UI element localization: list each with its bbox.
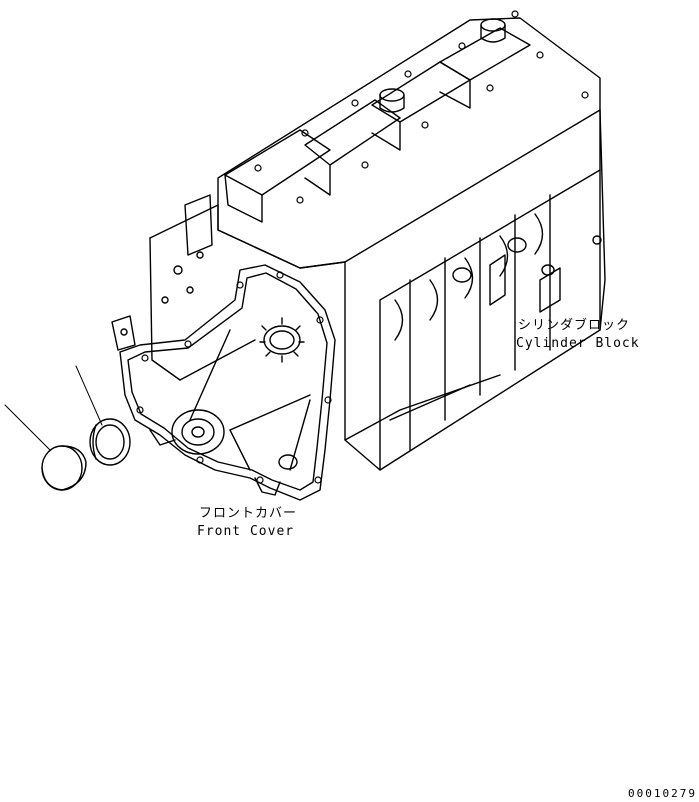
front-cover	[111, 264, 336, 501]
cylinder-block-label-jp: シリンダブロック	[518, 318, 631, 333]
leader-lines	[4, 365, 103, 451]
front-cover-label-jp: フロントカバー	[199, 506, 298, 521]
front-oil-seal	[89, 418, 131, 466]
front-cover-label-en: Front Cover	[197, 524, 295, 539]
dust-cap	[41, 445, 87, 491]
cylinder-block-label-en: Cylinder Block	[516, 336, 640, 351]
drawing-code: 00010279	[628, 787, 697, 800]
cylinder-block	[149, 10, 606, 471]
